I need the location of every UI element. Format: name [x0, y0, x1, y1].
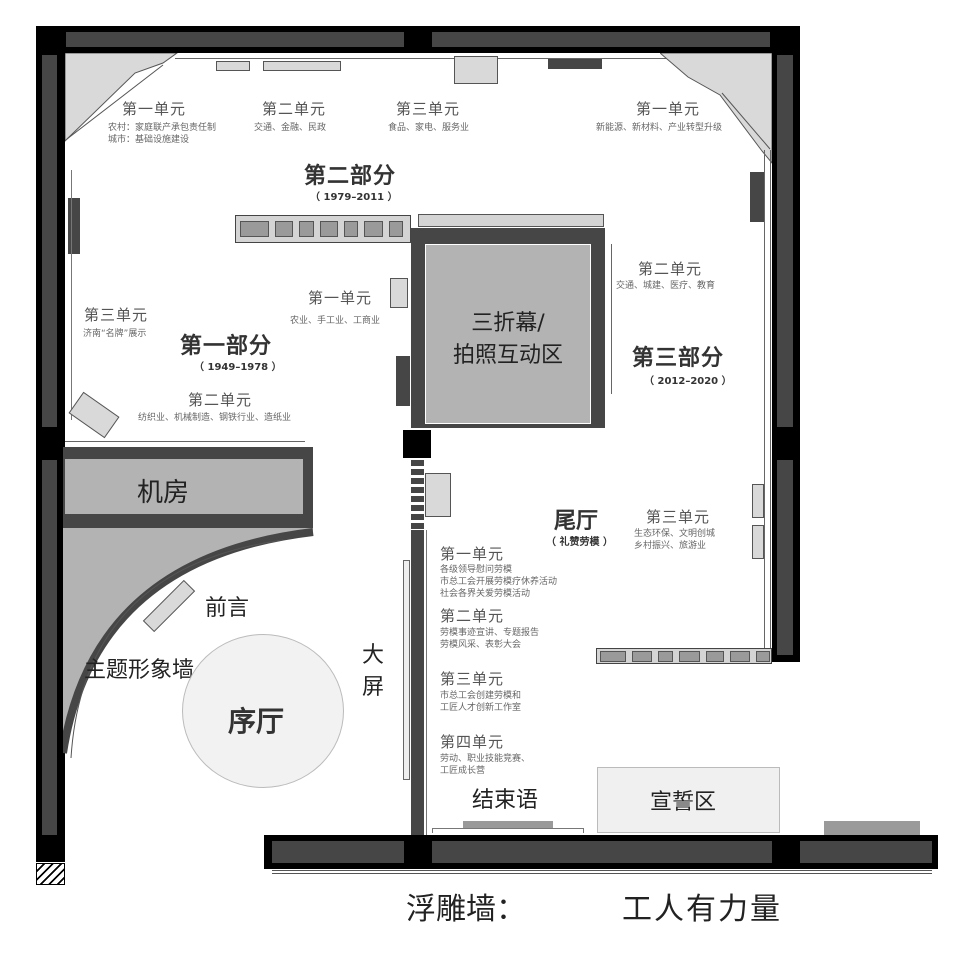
part3-unit3-desc: 生态环保、文明创城 乡村振兴、旅游业: [634, 529, 716, 551]
prelude-hall-label: 序厅: [228, 705, 285, 738]
part3-unit3-title: 第三单元: [646, 508, 711, 526]
theme-wall-curve: [63, 528, 314, 759]
big-screen-trim: [403, 560, 410, 780]
part1-title: 第一部分: [180, 334, 273, 359]
closing-trim: [432, 828, 584, 833]
triptych-label: 三折幕/ 拍照互动区: [452, 311, 563, 368]
tail-unit3-title: 第三单元: [440, 670, 505, 688]
top-wall-segment: [66, 32, 404, 47]
tail-unit1-desc: 各级领导慰问劳模 市总工会开展劳模疗休养活动 社会各界关爱劳模活动: [440, 565, 558, 599]
tail-unit2-title: 第二单元: [440, 607, 505, 625]
bottom-wall-trim: [272, 870, 932, 874]
big-screen-label: 大 屏: [361, 643, 384, 700]
part1-years: （ 1949–1978 ）: [194, 362, 282, 373]
right-bottom-panel: [824, 821, 920, 835]
part2-unit2-desc: 交通、金融、民政: [254, 123, 327, 133]
part2-years: （ 1979–2011 ）: [310, 192, 398, 203]
bottom-wall-segment: [800, 841, 932, 863]
tail-hall-subtitle: （ 礼赞劳模 ）: [546, 537, 613, 548]
left-wall-segment: [42, 55, 57, 427]
part3-unit2-title: 第二单元: [638, 260, 703, 278]
relief-wall-title: 工人有力量: [622, 892, 782, 927]
right-wall-segment: [777, 460, 793, 655]
oath-area-label: 宣誓区: [650, 790, 717, 815]
machine-room-top-trim: [65, 441, 305, 447]
part1-unit3-desc: 济南“名牌”展示: [83, 329, 147, 339]
dashed-wall: [411, 460, 424, 530]
tail-hall-title: 尾厅: [554, 509, 599, 534]
part2-unit3-title: 第三单元: [396, 100, 461, 118]
machine-room-label: 机房: [137, 478, 190, 508]
part2-unit2-title: 第二单元: [262, 100, 327, 118]
left-trim: [67, 170, 72, 420]
closing-label: 结束语: [472, 788, 539, 813]
tail-unit1-title: 第一单元: [440, 545, 505, 563]
part2-title: 第二部分: [304, 164, 397, 189]
triptych-zone[interactable]: [425, 244, 591, 424]
side-display-case: [390, 278, 408, 308]
closing-panel: [463, 821, 553, 828]
top-screen: [548, 59, 602, 69]
oath-area[interactable]: [597, 767, 780, 833]
part1-display-case: [68, 391, 120, 439]
side-panel: [396, 356, 410, 406]
display-shelf-top-right: [418, 214, 604, 227]
display-shelf-panels: [600, 651, 770, 662]
part1-unit1-desc: 农业、手工业、工商业: [290, 316, 381, 326]
right-wall-segment: [777, 55, 793, 427]
top-display-case: [454, 56, 498, 84]
display-shelf-panels: [240, 221, 410, 237]
tail-unit4-desc: 劳动、职业技能竞赛、 工匠成长营: [440, 754, 531, 776]
part3-years: （ 2012–2020 ）: [644, 376, 732, 387]
corner-top-right: [660, 53, 772, 164]
right-panel: [750, 172, 764, 222]
prelude-hall[interactable]: [182, 634, 344, 788]
part1-unit3-title: 第三单元: [84, 306, 149, 324]
theme-wall-label: 主题形象墙: [84, 658, 195, 683]
part3-title: 第三部分: [632, 346, 725, 371]
right-display-case: [752, 484, 764, 518]
right-trim: [764, 150, 771, 650]
part1-unit2-title: 第二单元: [188, 391, 253, 409]
part2-unit3-desc: 食品、家电、服务业: [388, 123, 470, 133]
big-screen-trim-right: [426, 530, 431, 835]
relief-wall-label: 浮雕墙：: [406, 892, 526, 927]
hatched-column: [36, 863, 65, 885]
part3-unit1-desc: 新能源、新材料、产业转型升级: [596, 123, 723, 133]
bottom-wall-segment: [432, 841, 772, 863]
tail-unit3-desc: 市总工会创建劳模和 工匠人才创新工作室: [440, 691, 522, 713]
triptych-right-trim: [605, 244, 612, 394]
part2-unit1-desc: 农村：家庭联产承包责任制 城市：基础设施建设: [108, 123, 217, 145]
tail-unit2-desc: 劳模事迹宣讲、专题报告 劳模风采、表彰大会: [440, 628, 540, 650]
side-display-case: [425, 473, 451, 517]
preface-label: 前言: [205, 596, 250, 621]
top-wall-segment: [432, 32, 770, 47]
part3-unit1-title: 第一单元: [636, 100, 701, 118]
part3-unit2-desc: 交通、城建、医疗、教育: [616, 281, 716, 291]
pillar: [403, 430, 431, 458]
big-screen-wall: [411, 530, 424, 835]
right-display-case: [752, 525, 764, 559]
part2-unit1-title: 第一单元: [122, 100, 187, 118]
part1-unit1-title: 第一单元: [308, 289, 373, 307]
corner-top-left: [65, 53, 178, 142]
top-display-case: [263, 61, 341, 71]
machine-room[interactable]: [65, 459, 303, 514]
part1-unit2-desc: 纺织业、机械制造、钢铁行业、造纸业: [138, 413, 292, 423]
top-display-case: [216, 61, 250, 71]
left-wall-segment: [42, 460, 57, 835]
tail-unit4-title: 第四单元: [440, 733, 505, 751]
bottom-wall-segment: [272, 841, 404, 863]
